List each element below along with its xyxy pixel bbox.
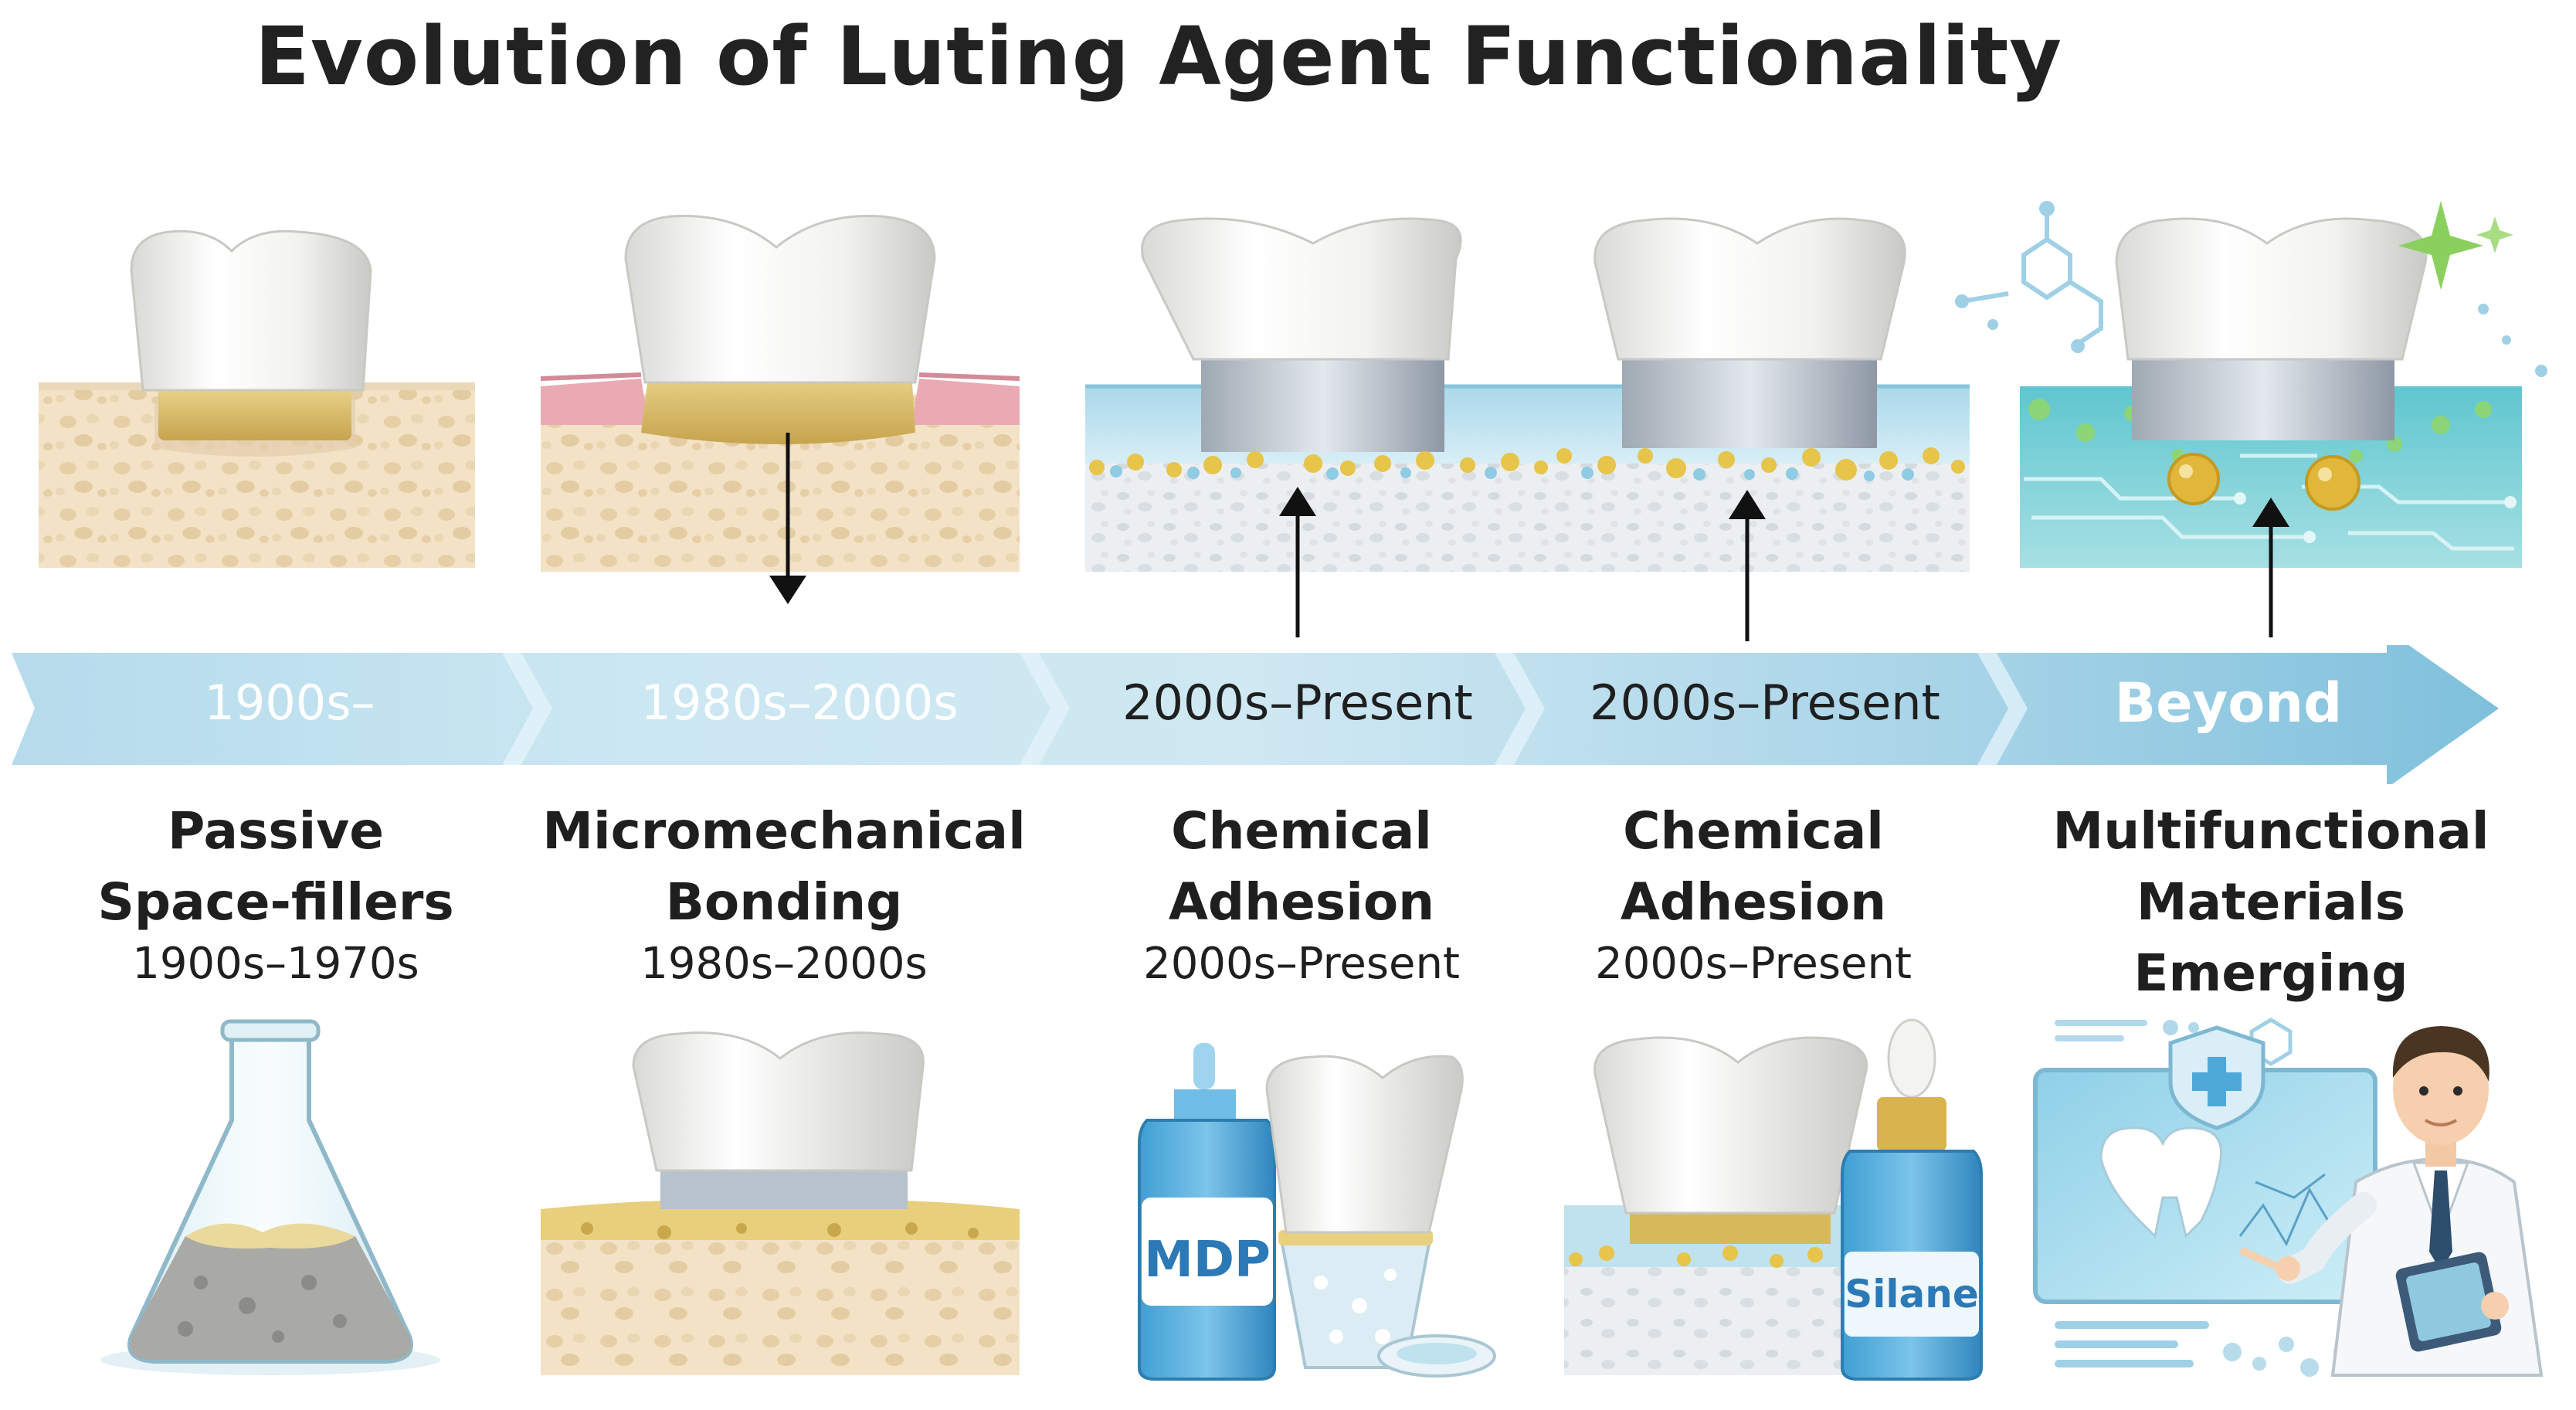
stage-5-heading-line2: Materials Emerging	[2133, 872, 2408, 1003]
stage-4-heading: Chemical Adhesion	[1506, 796, 2001, 938]
tooth-icon	[1141, 217, 1462, 361]
tooth-icon	[130, 229, 372, 392]
arrow-down-icon	[769, 576, 806, 604]
cement-layer	[641, 371, 915, 444]
flask-icon	[100, 1019, 440, 1375]
cement-layer	[1201, 352, 1444, 452]
top-illustrations	[39, 201, 2547, 641]
molecule-icon	[2249, 1018, 2293, 1066]
stage-3-period: 2000s–Present	[1143, 939, 1460, 989]
stage-4-heading-line2: Adhesion	[1620, 872, 1887, 932]
timeline-arrow	[12, 645, 2499, 784]
stage-1-period: 1900s–1970s	[132, 939, 419, 989]
dentist-figure	[2240, 1026, 2544, 1377]
stage-2-heading-line2: Bonding	[665, 872, 903, 932]
silane-bottle: Silane	[1841, 1018, 1983, 1381]
stage-4-period: 2000s–Present	[1595, 939, 1912, 989]
panel-micromechanical	[540, 215, 1020, 604]
panel-multifunctional	[1955, 201, 2547, 637]
stage-5-heading-line1: Multifunctional	[2052, 801, 2489, 861]
panel-chemical-1	[1085, 217, 1553, 637]
bottom-illustrations: MDP Silane	[100, 1018, 2544, 1381]
sparkle-icon	[2476, 216, 2513, 253]
stage-3-heading: Chemical Adhesion	[1054, 796, 1549, 938]
mdp-bottle: MDP	[1138, 1043, 1276, 1381]
stage-1-heading: Passive Space-fillers	[29, 796, 523, 938]
cross-icon	[2192, 1057, 2242, 1106]
digital-screen	[2033, 1018, 2377, 1377]
silane-label: Silane	[1845, 1272, 1979, 1317]
timeline-era-4: 2000s–Present	[1590, 674, 1940, 731]
sparkle-icon	[2398, 201, 2483, 290]
panel-passive	[39, 229, 475, 568]
stage-2-heading: Micromechanical Bonding	[537, 796, 1031, 938]
timeline-era-2: 1980s–2000s	[640, 674, 959, 731]
stage-2-period: 1980s–2000s	[640, 939, 928, 989]
arrow-up-icon	[1729, 490, 1766, 519]
tooth-on-bone	[541, 1031, 1020, 1375]
panel-chemical-2	[1553, 217, 1970, 641]
stage-4-heading-line1: Chemical	[1623, 801, 1884, 861]
tooth-icon	[1593, 1036, 1868, 1215]
cement-layer	[1622, 352, 1877, 448]
cement-layer	[2132, 352, 2394, 440]
mdp-label: MDP	[1144, 1232, 1271, 1289]
timeline-era-1: 1900s–	[204, 674, 375, 731]
stage-3-heading-line1: Chemical	[1171, 801, 1432, 861]
stage-2-heading-line1: Micromechanical	[542, 801, 1026, 861]
timeline-era-5: Beyond	[2114, 671, 2343, 735]
cup-with-tooth	[1265, 1055, 1496, 1378]
stage-5-heading: Multifunctional Materials Emerging	[2001, 796, 2541, 1009]
stage-3-heading-line2: Adhesion	[1168, 872, 1435, 932]
tooth-icon	[624, 215, 936, 384]
cement-layer	[158, 386, 351, 440]
arrow-up-icon	[1279, 487, 1316, 516]
tooth-icon	[1265, 1055, 1464, 1234]
page-title: Evolution of Luting Agent Functionality	[254, 9, 2063, 104]
tooth-icon	[2115, 217, 2428, 361]
tooth-icon	[1593, 217, 1906, 361]
timeline-era-3: 2000s–Present	[1122, 674, 1473, 731]
stage-1-heading-line2: Space-fillers	[97, 872, 454, 932]
tooth-icon	[2099, 1126, 2223, 1239]
molecule-icon	[1961, 212, 2103, 346]
arrow-up-icon	[2252, 498, 2289, 527]
tooth-icon	[632, 1031, 925, 1172]
stage-1-heading-line1: Passive	[167, 801, 385, 861]
